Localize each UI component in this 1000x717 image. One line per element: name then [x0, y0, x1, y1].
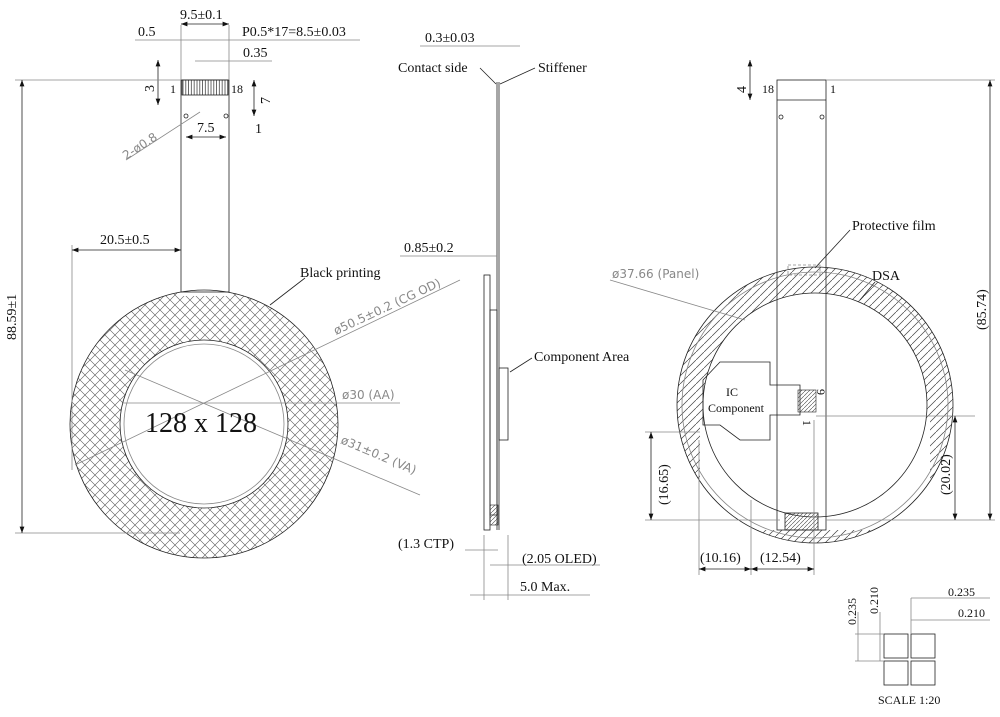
dim-fpc-offset: 20.5±0.5: [100, 233, 150, 248]
dim-height-right: (20.02): [939, 454, 954, 495]
dim-height-left: (16.65): [657, 464, 672, 505]
ic-label: IC: [726, 385, 738, 399]
label-black-printing: Black printing: [300, 266, 381, 281]
dim-oled: (2.05 OLED): [522, 552, 597, 567]
back-view: IC Component 9 1 4 18 1 Protective film …: [609, 60, 995, 575]
pin-label-18: 18: [231, 82, 243, 96]
label-protective-film: Protective film: [852, 219, 936, 234]
dim-cg-od: ø50.5±0.2 (CG OD): [331, 276, 443, 338]
dim-height-total: (85.74): [975, 289, 990, 330]
black-printing-ring: [70, 290, 338, 558]
dim-tail: 4: [735, 86, 750, 93]
ic-label-component: Component: [708, 401, 765, 415]
label-stiffener: Stiffener: [538, 61, 587, 76]
dim-total-height: 88.59±1: [5, 294, 20, 340]
dim-pin-length: 3: [143, 85, 158, 92]
dim-pitch: P0.5*17=8.5±0.03: [242, 25, 346, 40]
dim-pad-pitch-x: 0.235: [948, 585, 975, 599]
dim-va: ø31±0.2 (VA): [339, 433, 419, 477]
dim-edge-offset: 0.5: [138, 25, 156, 40]
connector-pins: [181, 79, 229, 96]
dim-holes: 2-ø0.8: [120, 130, 160, 163]
hole-icon: [183, 113, 189, 119]
dim-width-right: (12.54): [760, 551, 801, 566]
ic-component: [702, 361, 801, 441]
dim-fpc-thickness: 0.3±0.03: [425, 31, 475, 46]
dim-panel: ø37.66 (Panel): [612, 267, 699, 281]
glass-panel: [483, 274, 491, 531]
dim-fpc-width: 9.5±0.1: [180, 8, 223, 23]
dim-pad-pitch-y: 0.235: [845, 598, 859, 625]
dim-pad-width: 0.210: [958, 606, 985, 620]
dim-pad-height: 0.210: [867, 587, 881, 614]
pin-label-1-back: 1: [830, 82, 836, 96]
fpc-tail: [180, 79, 230, 293]
resolution-label: 128 x 128: [145, 408, 257, 439]
dim-hole-spacing: 7.5: [197, 121, 215, 136]
label-dsa: DSA: [872, 269, 901, 284]
dim-hole-edge: 1: [255, 122, 262, 137]
label-component-area: Component Area: [534, 350, 630, 365]
ic-pin-1: 1: [800, 420, 814, 426]
dim-glass-thickness: 0.85±0.2: [404, 241, 454, 256]
dim-max-thickness: 5.0 Max.: [520, 580, 570, 595]
dim-aa: ø30 (AA): [342, 388, 395, 402]
component-area: [498, 367, 509, 441]
dim-ctp: (1.3 CTP): [398, 537, 454, 552]
front-view: 9.5±0.1 0.5 P0.5*17=8.5±0.03 0.35 3 1 18…: [5, 8, 461, 559]
side-view: 0.3±0.03 Contact side Stiffener 0.85±0.2…: [398, 31, 630, 600]
hole-icon: [223, 113, 229, 119]
scale-label: SCALE 1:20: [878, 693, 940, 707]
pad-detail: 0.235 0.210 0.235 0.210 SCALE 1:20: [845, 585, 990, 707]
dim-pin-width: 0.35: [243, 46, 268, 61]
pin-label-1: 1: [170, 82, 176, 96]
pin-label-18-back: 18: [762, 82, 774, 96]
ic-pin-9: 9: [814, 389, 828, 395]
dim-width-left: (10.16): [700, 551, 741, 566]
dim-hole-offset: 7: [259, 97, 274, 104]
label-contact-side: Contact side: [398, 61, 468, 76]
